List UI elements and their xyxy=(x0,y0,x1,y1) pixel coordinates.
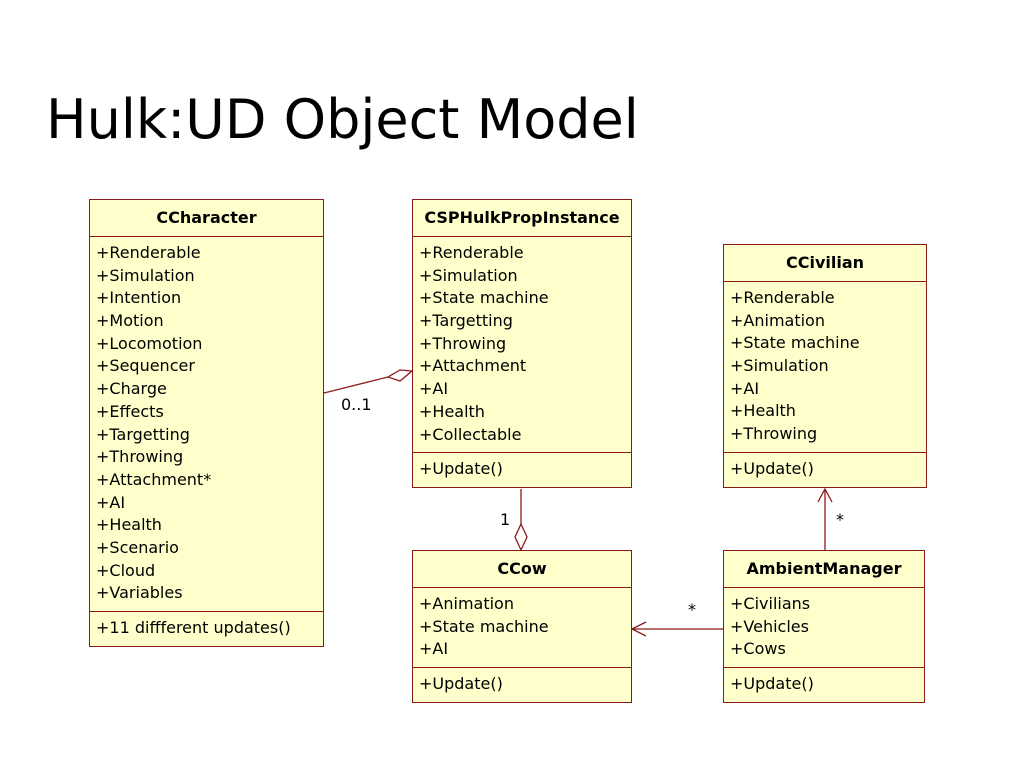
attribute-row: +Health xyxy=(730,401,796,421)
attribute-row: +Collectable xyxy=(419,424,522,444)
attribute-row: +Renderable xyxy=(419,243,524,262)
attribute-row: +Charge xyxy=(96,379,167,399)
operation-row: +11 diffferent updates() xyxy=(96,618,291,637)
operation-row: +Update() xyxy=(730,458,814,478)
operation-row: +Update() xyxy=(419,459,503,479)
class-name: CCivilian xyxy=(724,245,926,282)
class-name: AmbientManager xyxy=(724,551,924,588)
attribute-row: +Attachment xyxy=(419,356,527,376)
multiplicity-ambient-civilian: * xyxy=(836,510,844,529)
arrowhead-civilian xyxy=(817,487,833,503)
class-name: CCharacter xyxy=(90,200,323,237)
attribute-row: +Renderable xyxy=(730,288,835,307)
multiplicity-character-prop: 0..1 xyxy=(341,395,372,414)
attribute-row: +Cows xyxy=(730,639,786,659)
multiplicity-ambient-cow: * xyxy=(688,600,696,619)
operation-row: +Update() xyxy=(730,674,814,694)
attribute-list: +Renderable+Simulation+Intention+Motion+… xyxy=(90,237,323,612)
class-csphulkpropinstance[interactable]: CSPHulkPropInstance +Renderable +Simulati… xyxy=(412,199,632,488)
operation-list: +Update() xyxy=(724,668,924,702)
aggregation-diamond-cow xyxy=(514,522,528,552)
page-title: Hulk:UD Object Model xyxy=(46,88,639,151)
attribute-row: +Intention xyxy=(96,288,182,308)
attribute-row: +Variables xyxy=(96,583,183,603)
operation-list: +Update() xyxy=(724,453,926,487)
attribute-row: +Attachment* xyxy=(96,469,212,489)
attribute-list: +Animation +State machine +AI xyxy=(413,588,631,669)
attribute-row: +AI xyxy=(96,492,126,512)
attribute-row: +Health xyxy=(96,515,162,535)
class-name: CSPHulkPropInstance xyxy=(413,200,631,237)
class-ccow[interactable]: CCow +Animation +State machine +AI +Update… xyxy=(412,550,632,703)
attribute-row: +Targetting xyxy=(96,424,190,444)
class-ccivilian[interactable]: CCivilian +Renderable +Animation +State ma… xyxy=(723,244,927,488)
operation-list: +Update() xyxy=(413,668,631,702)
attribute-list: +Civilians +Vehicles +Cows xyxy=(724,588,924,669)
operation-row: +Update() xyxy=(419,674,503,694)
attribute-row: +AI xyxy=(730,378,760,398)
attribute-row: +Throwing xyxy=(730,424,818,444)
attribute-row: +Throwing xyxy=(96,447,184,467)
class-ambientmanager[interactable]: AmbientManager +Civilians+Vehicles+Cows … xyxy=(723,550,925,703)
association-character-prop xyxy=(323,376,389,394)
attribute-row: +Simulation xyxy=(419,265,518,285)
attribute-row: +Civilians xyxy=(730,594,811,613)
attribute-row: +Locomotion xyxy=(96,333,203,353)
attribute-row: +Simulation xyxy=(96,265,195,285)
arrowhead-cow xyxy=(630,621,647,637)
attribute-row: +Simulation xyxy=(730,356,829,376)
attribute-row: +Animation xyxy=(730,310,825,330)
attribute-row: +Sequencer xyxy=(96,356,195,376)
attribute-row: +Cloud xyxy=(96,560,156,580)
operation-list: +11 diffferent updates() xyxy=(90,612,323,646)
attribute-row: +Motion xyxy=(96,311,164,331)
attribute-row: +Scenario xyxy=(96,537,179,557)
attribute-row: +Effects xyxy=(96,401,164,421)
attribute-row: +Renderable xyxy=(96,243,201,262)
attribute-row: +Targetting xyxy=(419,311,513,331)
operation-list: +Update() xyxy=(413,453,631,487)
attribute-row: +Throwing xyxy=(419,333,507,353)
attribute-row: +State machine xyxy=(419,616,549,636)
multiplicity-prop-cow: 1 xyxy=(500,510,511,529)
attribute-row: +Health xyxy=(419,401,485,421)
class-ccharacter[interactable]: CCharacter +Renderable +Simulation +Intent… xyxy=(89,199,324,647)
attribute-row: +Vehicles xyxy=(730,616,809,636)
class-name: CCow xyxy=(413,551,631,588)
aggregation-diamond-prop xyxy=(386,369,414,382)
attribute-row: +Animation xyxy=(419,594,514,613)
attribute-row: +State machine xyxy=(419,288,549,308)
attribute-row: +State machine xyxy=(730,333,860,353)
attribute-row: +AI xyxy=(419,379,449,399)
attribute-row: +AI xyxy=(419,639,449,659)
attribute-list: +Renderable +Animation +State machine +Simu… xyxy=(724,282,926,453)
attribute-list: +Renderable +Simulation +State machine +Tar… xyxy=(413,237,631,454)
